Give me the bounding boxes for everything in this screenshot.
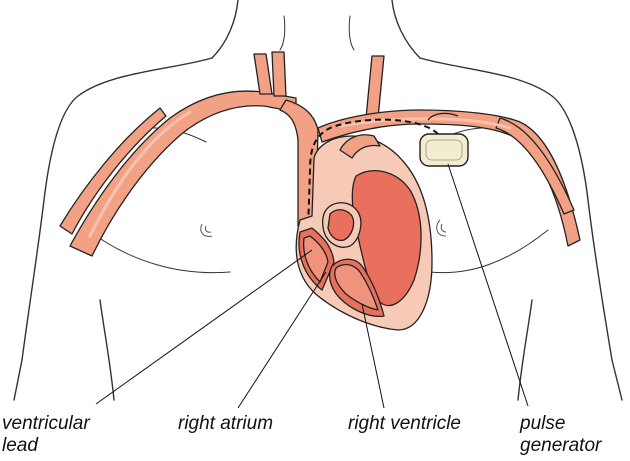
heart bbox=[296, 135, 432, 330]
nipple-right bbox=[437, 220, 446, 236]
leader-ventricular-lead bbox=[96, 250, 312, 404]
nipple-left bbox=[201, 224, 212, 236]
label-right-atrium: right atrium bbox=[178, 413, 273, 435]
label-pulse-generator: pulse generator bbox=[520, 413, 601, 457]
label-ventricular-lead-line2: lead bbox=[2, 435, 90, 457]
leader-pulse-generator bbox=[448, 164, 528, 406]
label-pulse-generator-line2: generator bbox=[520, 435, 601, 457]
label-right-ventricle: right ventricle bbox=[348, 413, 461, 435]
leader-right-atrium bbox=[238, 272, 326, 408]
label-ventricular-lead-line1: ventricular bbox=[2, 413, 90, 435]
label-ventricular-lead: ventricular lead bbox=[2, 413, 90, 457]
left-jugular-vein bbox=[254, 54, 272, 94]
label-pulse-generator-line1: pulse bbox=[520, 413, 601, 435]
right-jugular-vein bbox=[366, 56, 384, 118]
